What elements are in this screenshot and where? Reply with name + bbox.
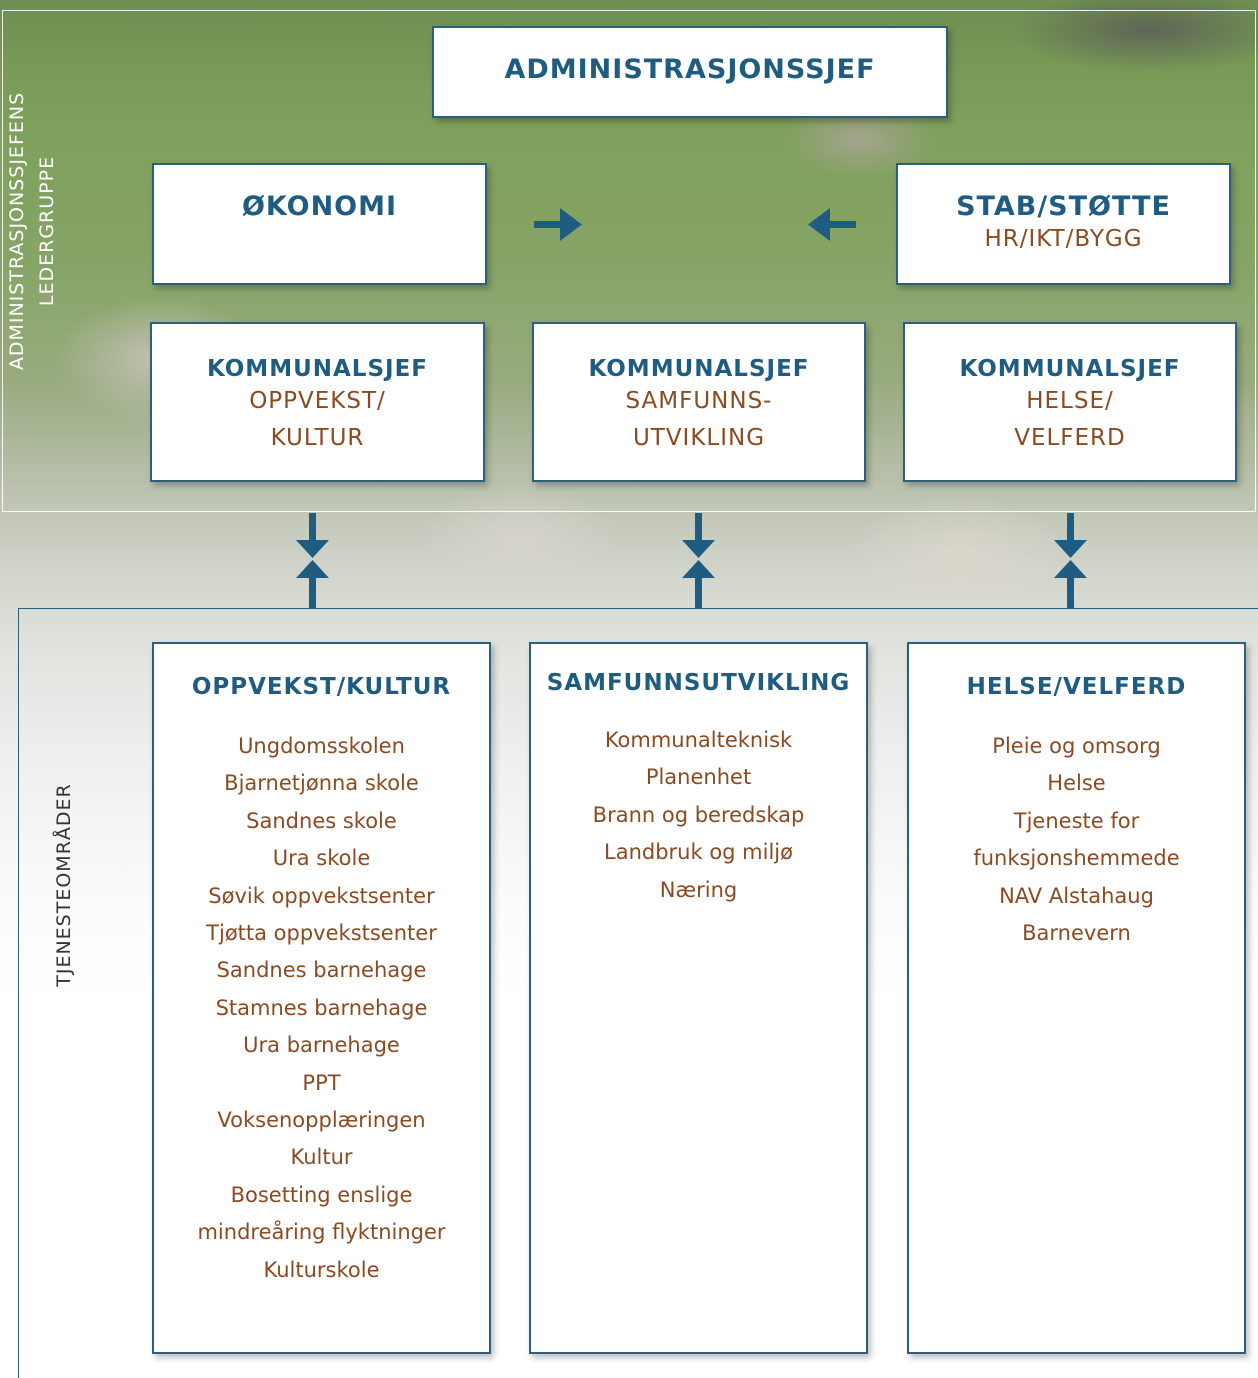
list-item: Brann og beredskap (592, 802, 805, 827)
kommunalsjef-area-line1: SAMFUNNS- (625, 388, 773, 414)
service-area-helse-box: HELSE/VELFERD Pleie og omsorg Helse Tjen… (907, 642, 1246, 1354)
service-area-title: HELSE/VELFERD (966, 674, 1187, 700)
service-area-oppvekst-box: OPPVEKST/KULTUR Ungdomsskolen Bjarnetjøn… (152, 642, 491, 1354)
kommunalsjef-oppvekst-box: KOMMUNALSJEF OPPVEKST/ KULTUR (150, 322, 485, 482)
list-item: Kultur (290, 1145, 353, 1170)
kommunalsjef-area-line2: VELFERD (1014, 425, 1126, 451)
list-item: PPT (302, 1070, 341, 1095)
service-area-title: SAMFUNNSUTVIKLING (546, 670, 851, 696)
kommunalsjef-samfunn-box: KOMMUNALSJEF SAMFUNNS- UTVIKLING (532, 322, 866, 482)
service-areas-label: TJENESTEOMRÅDER (53, 783, 75, 987)
kommunalsjef-title: KOMMUNALSJEF (206, 356, 429, 382)
leadership-label-line1: ADMINISTRASJONSSJEFENS (6, 91, 28, 371)
service-area-samfunn-box: SAMFUNNSUTVIKLING Kommunalteknisk Planen… (529, 642, 868, 1354)
service-list: Pleie og omsorg Helse Tjeneste for funks… (909, 728, 1244, 952)
kommunalsjef-area-line1: OPPVEKST/ (249, 388, 386, 414)
okonomi-box: ØKONOMI (152, 163, 487, 285)
list-item: Planenhet (645, 765, 752, 790)
list-item: Tjøtta oppvekstsenter (206, 921, 437, 946)
list-item: Bosetting enslige (230, 1182, 413, 1207)
kommunalsjef-area-line2: KULTUR (270, 425, 365, 451)
list-item: Næring (659, 877, 738, 902)
leadership-group-frame (2, 10, 1256, 512)
list-item: Søvik oppvekstsenter (208, 883, 435, 908)
kommunalsjef-title: KOMMUNALSJEF (588, 356, 810, 382)
kommunalsjef-area-line2: UTVIKLING (632, 425, 766, 451)
service-list: Kommunalteknisk Planenhet Brann og bered… (531, 722, 866, 909)
list-item: Bjarnetjønna skole (224, 771, 419, 796)
list-item: Ungdomsskolen (238, 734, 405, 758)
list-item: Voksenopplæringen (217, 1108, 426, 1133)
kommunalsjef-helse-box: KOMMUNALSJEF HELSE/ VELFERD (903, 322, 1237, 482)
list-item: NAV Alstahaug (999, 883, 1154, 908)
stab-stotte-box: STAB/STØTTE HR/IKT/BYGG (896, 163, 1231, 285)
okonomi-title: ØKONOMI (241, 191, 398, 222)
administrasjonssjef-box: ADMINISTRASJONSSJEF (432, 26, 948, 118)
stab-stotte-subtitle: HR/IKT/BYGG (984, 226, 1143, 252)
list-item: Ura barnehage (243, 1033, 400, 1058)
list-item: Barnevern (1022, 921, 1131, 946)
leadership-label-line2: LEDERGRUPPE (36, 155, 58, 307)
service-area-title: OPPVEKST/KULTUR (191, 674, 452, 700)
stab-stotte-title: STAB/STØTTE (956, 191, 1171, 222)
list-item: Sandnes barnehage (216, 958, 427, 983)
list-item: Helse (1047, 771, 1106, 796)
list-item: Sandnes skole (246, 808, 397, 833)
list-item: Stamnes barnehage (215, 995, 428, 1020)
list-item: Tjeneste for (1013, 808, 1140, 833)
kommunalsjef-area-line1: HELSE/ (1026, 388, 1114, 414)
list-item: Ura skole (272, 846, 371, 871)
list-item: mindreåring flyktninger (197, 1220, 446, 1245)
administrasjonssjef-title: ADMINISTRASJONSSJEF (504, 54, 876, 85)
leadership-group-label: ADMINISTRASJONSSJEFENS LEDERGRUPPE (2, 61, 70, 401)
list-item: Kommunalteknisk (604, 728, 793, 752)
list-item: Kulturskole (263, 1257, 380, 1282)
list-item: Pleie og omsorg (992, 734, 1161, 758)
service-list: Ungdomsskolen Bjarnetjønna skole Sandnes… (154, 728, 489, 1289)
list-item: Landbruk og miljø (604, 840, 793, 865)
kommunalsjef-title: KOMMUNALSJEF (959, 356, 1181, 382)
service-areas-frame (18, 608, 1258, 1378)
list-item: funksjonshemmede (973, 846, 1180, 871)
